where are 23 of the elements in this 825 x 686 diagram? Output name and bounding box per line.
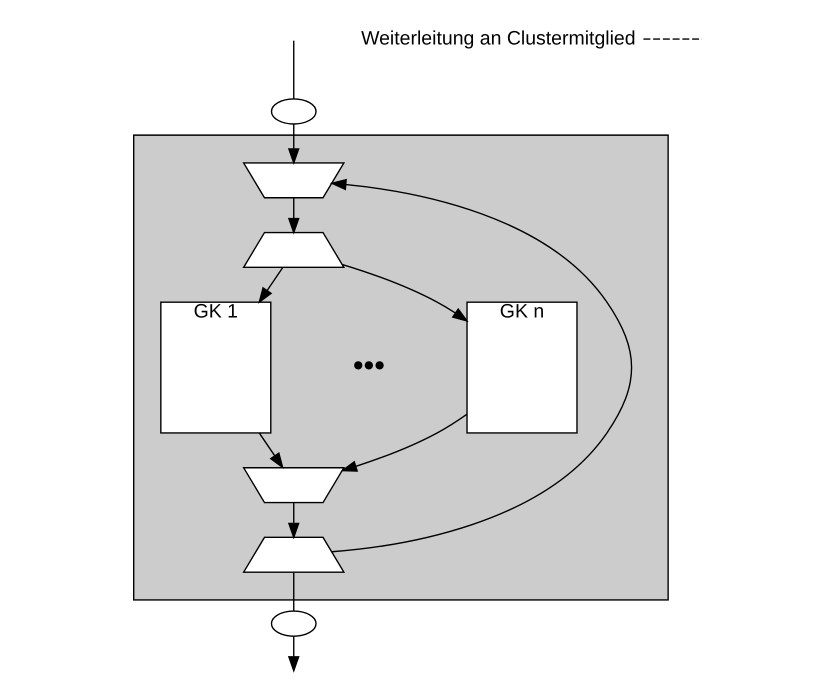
node-box: GK 1 <box>160 301 271 434</box>
arrow <box>340 414 467 472</box>
arrow <box>287 124 300 165</box>
node-ellipse <box>270 610 316 637</box>
arrow <box>258 267 283 304</box>
connector <box>642 38 702 40</box>
arrow <box>258 432 284 470</box>
node-text: Weiterleitung an Clustermitglied <box>360 27 636 50</box>
arrow <box>287 502 300 540</box>
label: ••• <box>352 348 384 382</box>
node-trapezoid <box>242 536 345 573</box>
cluster <box>132 134 668 601</box>
node-trapezoid <box>242 162 345 198</box>
node-trapezoid <box>242 467 345 504</box>
connector <box>292 572 294 611</box>
arrow <box>287 198 300 235</box>
arrow <box>329 178 632 552</box>
node-box: GK n <box>466 301 578 434</box>
node-ellipse <box>270 98 316 125</box>
arrow <box>287 636 300 673</box>
node-trapezoid <box>242 232 345 268</box>
connector <box>292 40 294 99</box>
arrow <box>342 264 468 322</box>
